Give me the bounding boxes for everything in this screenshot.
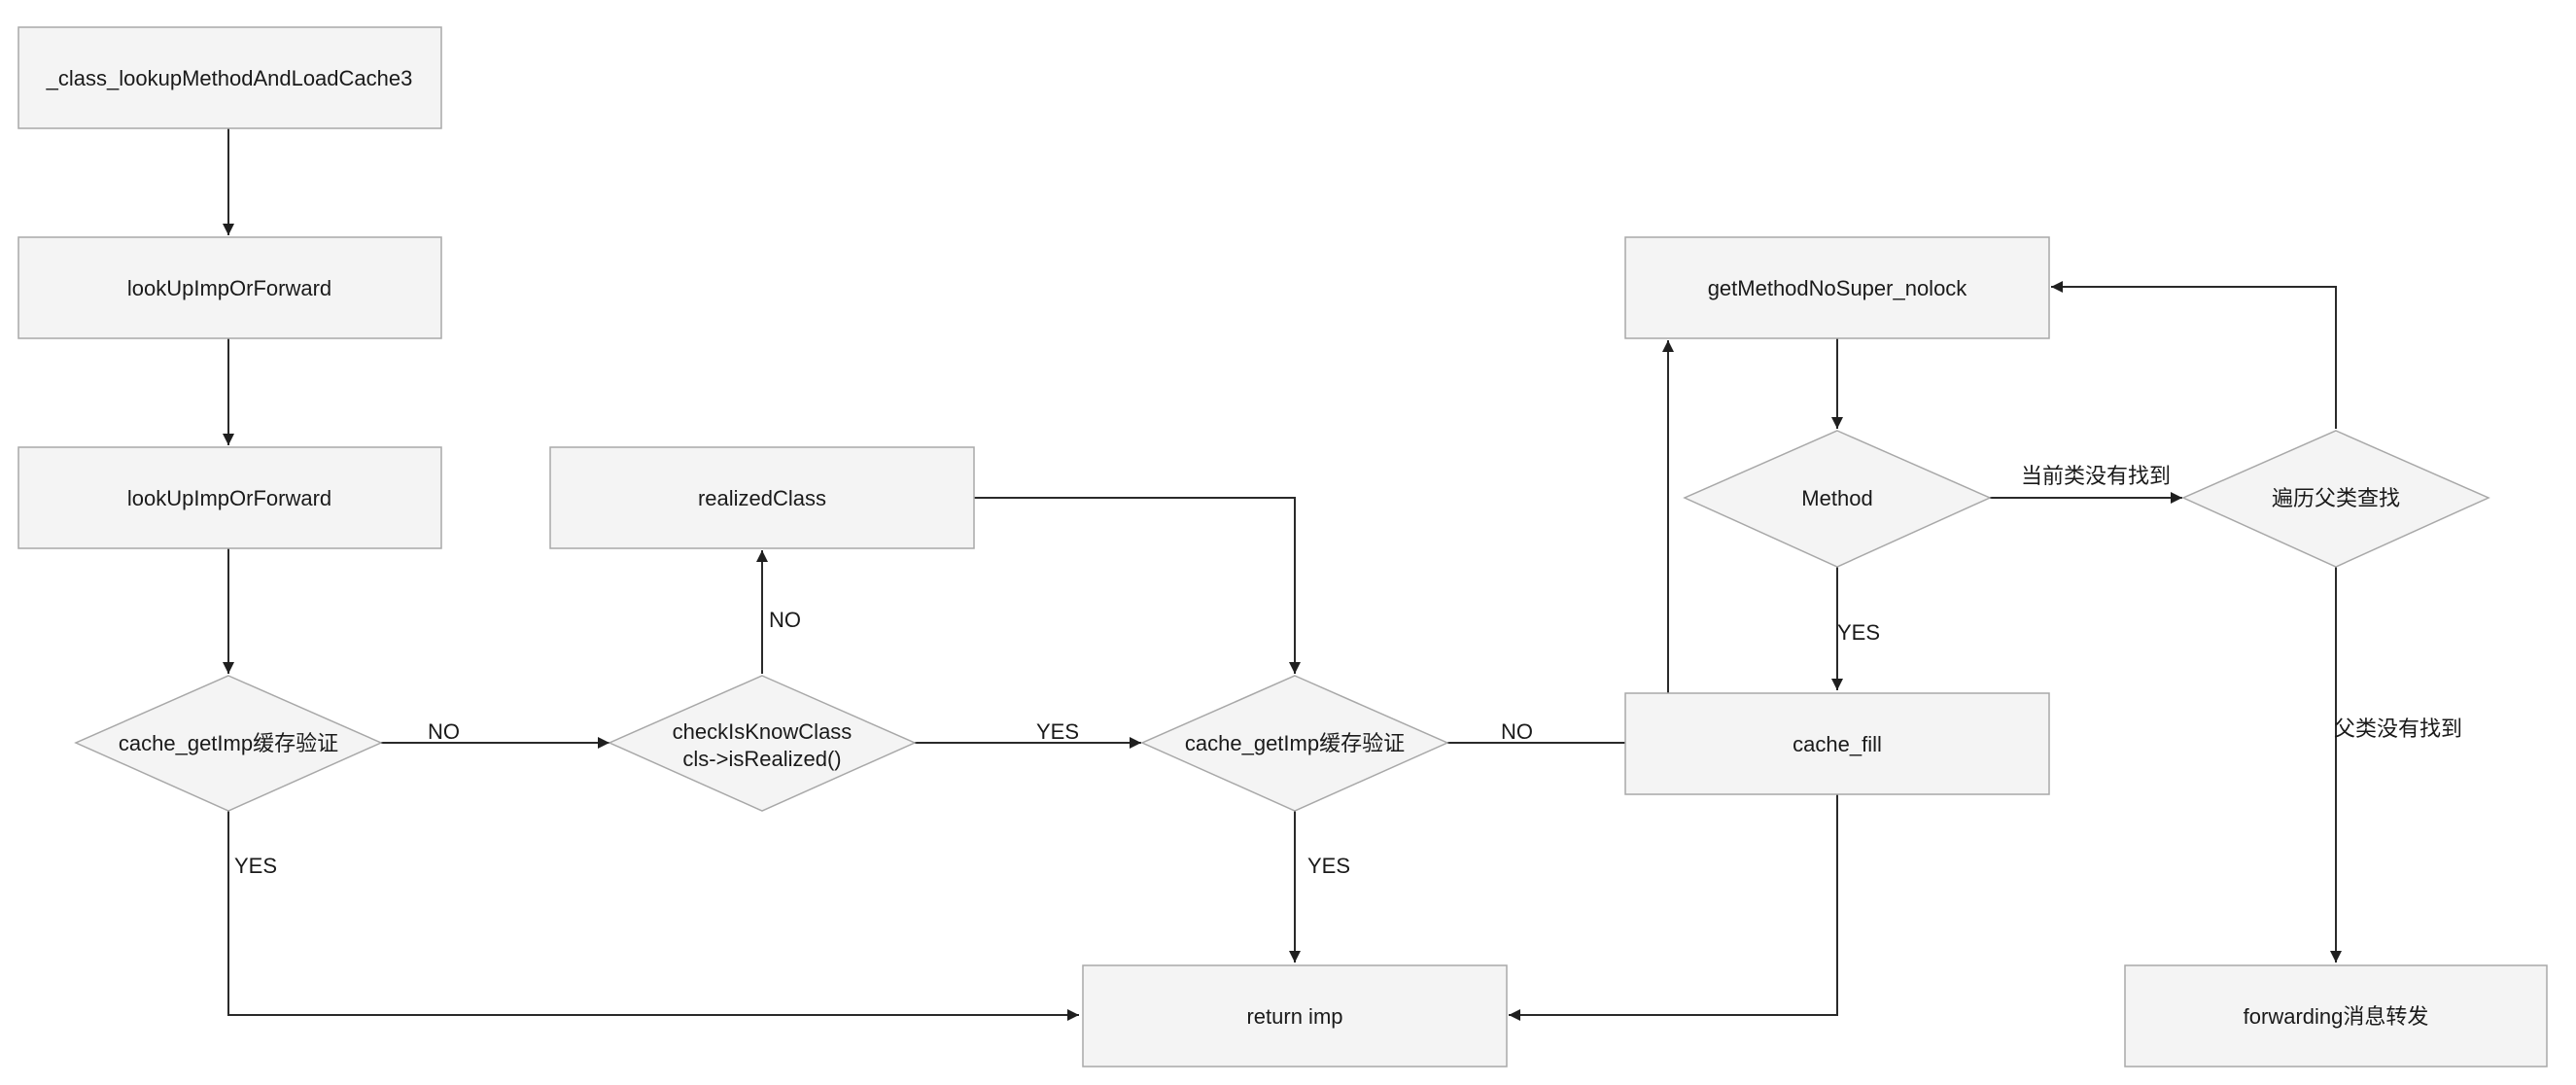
node-forwarding: forwarding消息转发 (2124, 964, 2548, 1068)
node-cache-check1-label: cache_getImp缓存验证 (119, 731, 338, 755)
label-check2-yes: YES (1307, 854, 1350, 878)
node-method: Method (1683, 430, 1992, 568)
edges (223, 128, 2342, 1021)
node-lookup2-label: lookUpImpOrForward (127, 486, 331, 510)
node-get-method: getMethodNoSuper_nolock (1624, 236, 2050, 339)
node-cache-check1: cache_getImp缓存验证 (74, 675, 383, 812)
edge-cachefill-to-return (1509, 794, 1838, 1021)
node-realized-class-label: realizedClass (698, 486, 826, 510)
node-cache-check2: cache_getImp缓存验证 (1140, 675, 1449, 812)
edge-traverse-back (2051, 281, 2337, 429)
node-traverse-super-label: 遍历父类查找 (2272, 486, 2400, 510)
label-check2-no: NO (1501, 719, 1533, 744)
edge-labels: NO YES NO YES NO YES YES 当前类没有找到 父类没有找到 (234, 464, 2462, 878)
node-realized-class: realizedClass (549, 446, 975, 549)
node-check-known-class-line2: cls->isRealized() (682, 747, 841, 771)
node-get-method-label: getMethodNoSuper_nolock (1708, 276, 1968, 300)
label-super-not-found: 父类没有找到 (2334, 717, 2462, 741)
node-check-known-class: checkIsKnowClass cls->isRealized() (608, 675, 917, 812)
node-cache-fill: cache_fill (1624, 692, 2050, 795)
node-return-imp: return imp (1082, 964, 1508, 1068)
label-known-no: NO (769, 608, 801, 632)
edge-check1-yes (227, 811, 1079, 1021)
edge-realized-to-check2 (974, 497, 1301, 674)
node-check-known-class-line1: checkIsKnowClass (673, 719, 853, 744)
node-cache-check2-label: cache_getImp缓存验证 (1185, 731, 1405, 755)
label-known-yes: YES (1036, 719, 1079, 744)
node-class-lookup-label: _class_lookupMethodAndLoadCache3 (46, 66, 413, 90)
node-lookup1: lookUpImpOrForward (17, 236, 442, 339)
label-check1-no: NO (428, 719, 460, 744)
node-cache-fill-label: cache_fill (1793, 732, 1882, 756)
label-check1-yes: YES (234, 854, 277, 878)
label-method-yes: YES (1837, 620, 1880, 645)
node-lookup1-label: lookUpImpOrForward (127, 276, 331, 300)
edge-check2-no (1447, 340, 1674, 744)
node-traverse-super: 遍历父类查找 (2181, 430, 2490, 568)
node-method-label: Method (1801, 486, 1872, 510)
node-class-lookup: _class_lookupMethodAndLoadCache3 (17, 26, 442, 129)
node-forwarding-label: forwarding消息转发 (2244, 1004, 2429, 1029)
node-return-imp-label: return imp (1246, 1004, 1342, 1029)
node-lookup2: lookUpImpOrForward (17, 446, 442, 549)
label-method-not-found: 当前类没有找到 (2021, 464, 2171, 488)
